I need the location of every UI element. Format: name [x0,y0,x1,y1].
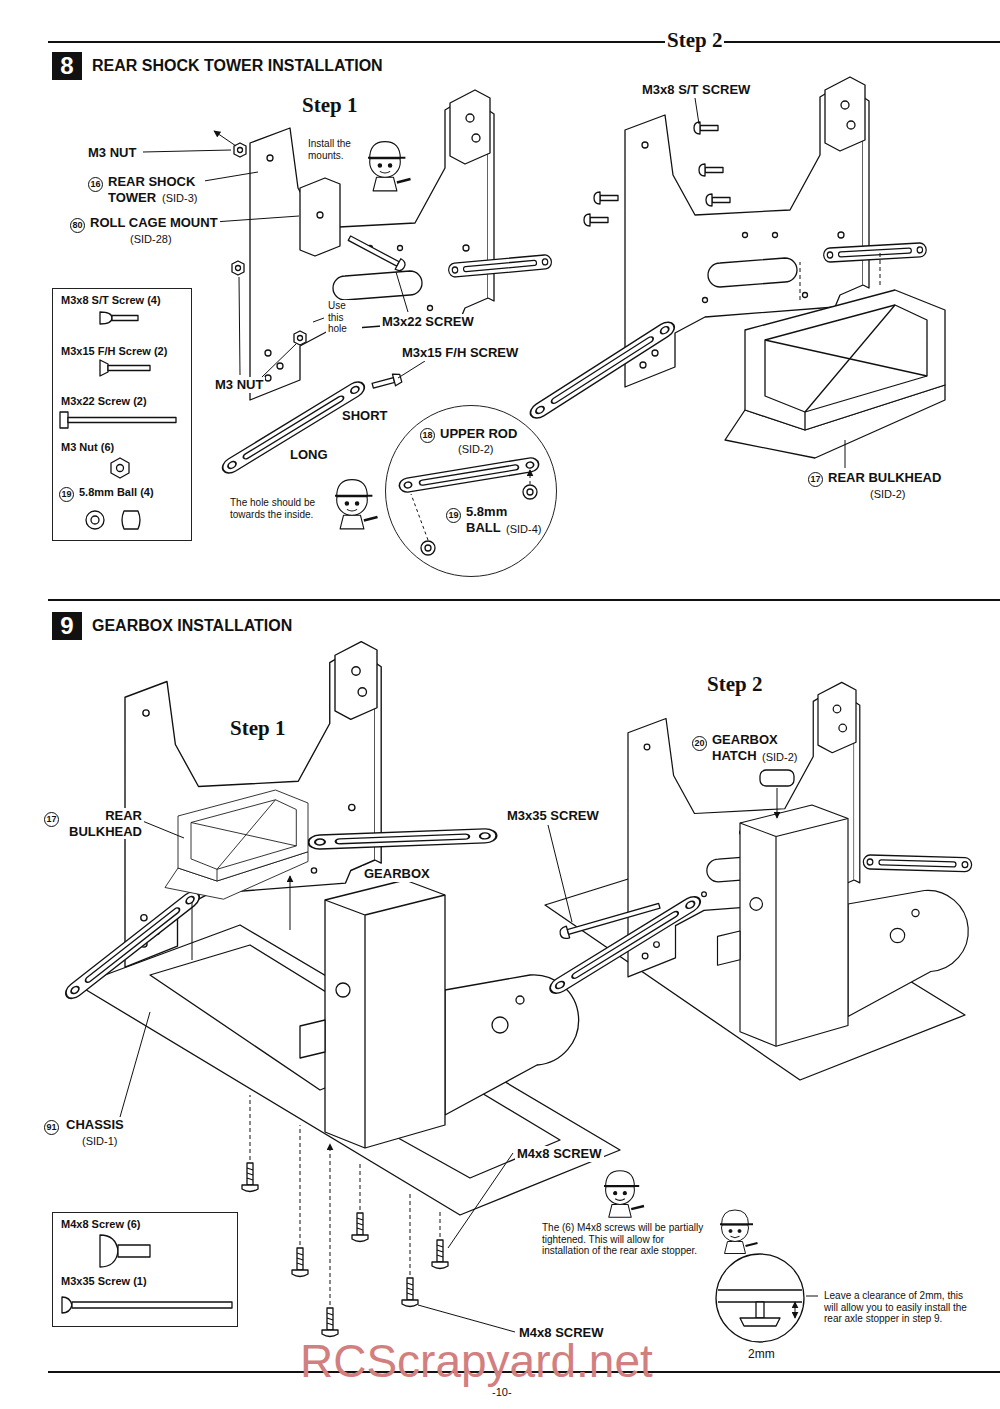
parts-icons [62,1235,232,1313]
part-label: M3x35 SCREW [505,808,601,824]
parts-icons [60,312,176,529]
part-label: M3x22 SCREW [380,314,476,330]
part-name: M3x22 Screw (2) [61,395,147,408]
part-name: 5.8mm Ball (4) [79,486,154,499]
parts-list: M3x8 S/T Screw (4) M3x15 F/H Screw (2) M3x… [52,288,192,541]
section-number: 8 [52,52,82,80]
part-label: LONG [288,447,330,463]
watermark: RCScrapyard.net [300,1334,653,1389]
part-name: M3x15 F/H Screw (2) [61,345,167,358]
step2-gearbox-assembly [545,682,972,1080]
part-label: M3 NUT [213,377,265,393]
callout-number: 16 [88,177,103,192]
part-label: CHASSIS [64,1117,126,1133]
callout-number: 17 [808,472,823,487]
rear-shock-tower [220,90,552,529]
sid-code: (SID-3) [160,192,199,205]
part-label: M3x15 F/H SCREW [400,345,520,361]
sid-code: (SID-2) [760,751,799,764]
section-header: 8REAR SHOCK TOWER INSTALLATION [52,52,82,80]
clearance-detail [716,1210,804,1342]
callout-number: 17 [44,812,59,827]
dimension: 2mm [746,1347,777,1361]
page-rules [48,42,1000,1372]
part-label: M3 NUT [86,145,138,161]
step2-assembly [528,77,945,458]
part-label: SHORT [340,408,390,424]
part-label: M4x8 SCREW [515,1146,604,1162]
detail-circle: 18UPPER ROD(SID-2)195.8mm BALL(SID-4) [385,405,557,577]
section-header: 9GEARBOX INSTALLATION [52,612,82,640]
page-number: -10- [490,1386,514,1399]
sid-code: (SID-4) [504,523,543,536]
note: The hole should be towards the inside. [228,497,324,520]
part-name: M3 Nut (6) [61,441,114,454]
callout-number: 19 [446,508,461,523]
step-heading: Step 1 [228,716,287,741]
step-heading: Step 1 [300,93,359,118]
note: Install the mounts. [306,138,364,161]
step-heading: Step 2 [705,672,764,697]
part-label: REAR BULKHEAD [826,470,943,486]
leader-lines [118,98,880,1332]
sid-code: (SID-2) [868,488,907,501]
part-label: M3x8 S/T SCREW [640,82,752,98]
callout-number: 91 [44,1120,59,1135]
part-name: M3x35 Screw (1) [61,1275,147,1288]
note: Use this hole [326,300,362,335]
callout-number: 80 [70,218,85,233]
callout-number: 19 [59,487,74,502]
note: Leave a clearance of 2mm, this will allo… [822,1290,978,1325]
part-name: M3x8 S/T Screw (4) [61,294,161,307]
part-label: GEARBOX [362,866,432,882]
part-label: UPPER ROD [438,426,519,442]
section-number: 9 [52,612,82,640]
note: The (6) M4x8 screws will be partially ti… [540,1222,716,1257]
step-heading: Step 2 [665,28,724,53]
parts-list: M4x8 Screw (6) M3x35 Screw (1) [52,1212,238,1327]
callout-number: 18 [420,428,435,443]
section-title: GEARBOX INSTALLATION [92,616,292,635]
part-label: ROLL CAGE MOUNT [88,215,220,231]
sid-code: (SID-28) [128,233,174,246]
upper-rod-detail [398,457,539,555]
callout-number: 20 [692,736,707,751]
part-name: M4x8 Screw (6) [61,1218,140,1231]
sid-code: (SID-1) [80,1135,119,1148]
section-title: REAR SHOCK TOWER INSTALLATION [92,56,383,75]
part-label: REAR BULKHEAD [60,808,144,839]
sid-code: (SID-2) [456,443,495,456]
